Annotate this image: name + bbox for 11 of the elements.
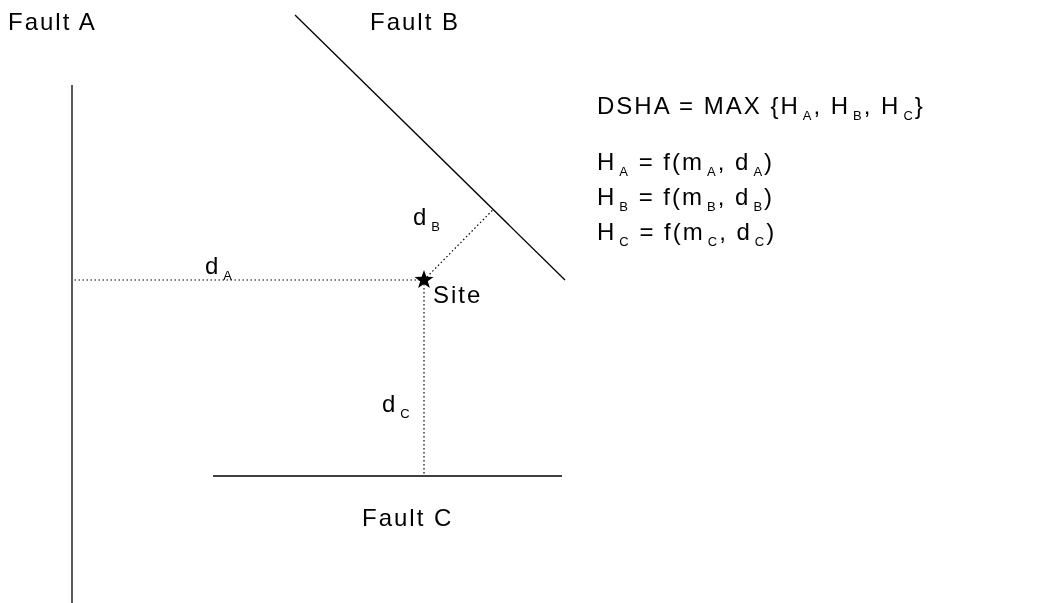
site-label: Site [433, 281, 483, 309]
equation: H$_{B}$ = f(m$_{B}$, d$_{B}$) [597, 183, 775, 214]
edge-label: d$_{B}$ [413, 203, 443, 234]
equation: H$_{C}$ = f(m$_{C}$, d$_{C}$) [597, 218, 777, 249]
fault-label: Fault A [8, 8, 97, 36]
equation: DSHA = MAX {H$_{A}$, H$_{B}$, H$_{C}$} [597, 92, 925, 123]
equation: H$_{A}$ = f(m$_{A}$, d$_{A}$) [597, 148, 775, 179]
edge-label: d$_{A}$ [205, 252, 235, 283]
fault-label: Fault C [362, 504, 454, 532]
edge-label: d$_{C}$ [382, 390, 412, 421]
fault-label: Fault B [370, 8, 461, 36]
